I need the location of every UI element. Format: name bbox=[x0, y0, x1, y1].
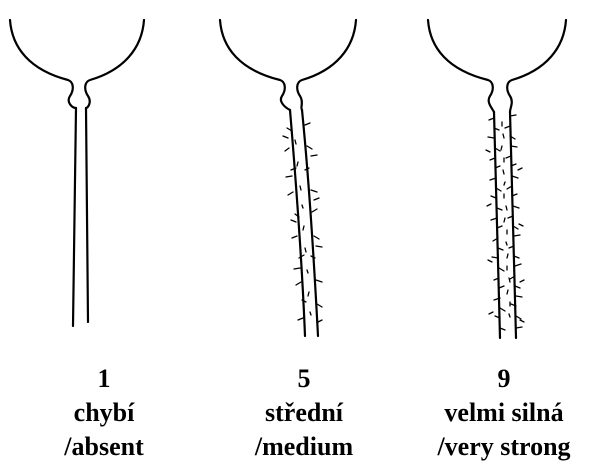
label-czech: velmi silná bbox=[404, 396, 604, 430]
bulb-outline bbox=[428, 20, 566, 112]
score-number: 9 bbox=[404, 362, 604, 396]
label-czech: střední bbox=[204, 396, 404, 430]
hairs-very-strong bbox=[486, 115, 524, 330]
stem-left-edge bbox=[73, 108, 76, 326]
score-number: 5 bbox=[204, 362, 404, 396]
stem-left-edge bbox=[494, 112, 500, 338]
stem-drawing-absent bbox=[10, 20, 144, 326]
stem-drawing-very-strong bbox=[428, 20, 566, 338]
stem-right-edge bbox=[86, 108, 88, 322]
stem-left-edge bbox=[290, 110, 305, 336]
label-czech: chybí bbox=[4, 396, 204, 430]
bulb-outline bbox=[10, 20, 144, 108]
stem-drawing-medium bbox=[220, 20, 356, 336]
label-english: /medium bbox=[204, 430, 404, 464]
label-english: /absent bbox=[4, 430, 204, 464]
label-english: /very strong bbox=[404, 430, 604, 464]
caption-very-strong: 9 velmi silná /very strong bbox=[404, 362, 604, 464]
caption-medium: 5 střední /medium bbox=[204, 362, 404, 464]
caption-absent: 1 chybí /absent bbox=[4, 362, 204, 464]
score-number: 1 bbox=[4, 362, 204, 396]
bulb-outline bbox=[220, 20, 356, 110]
